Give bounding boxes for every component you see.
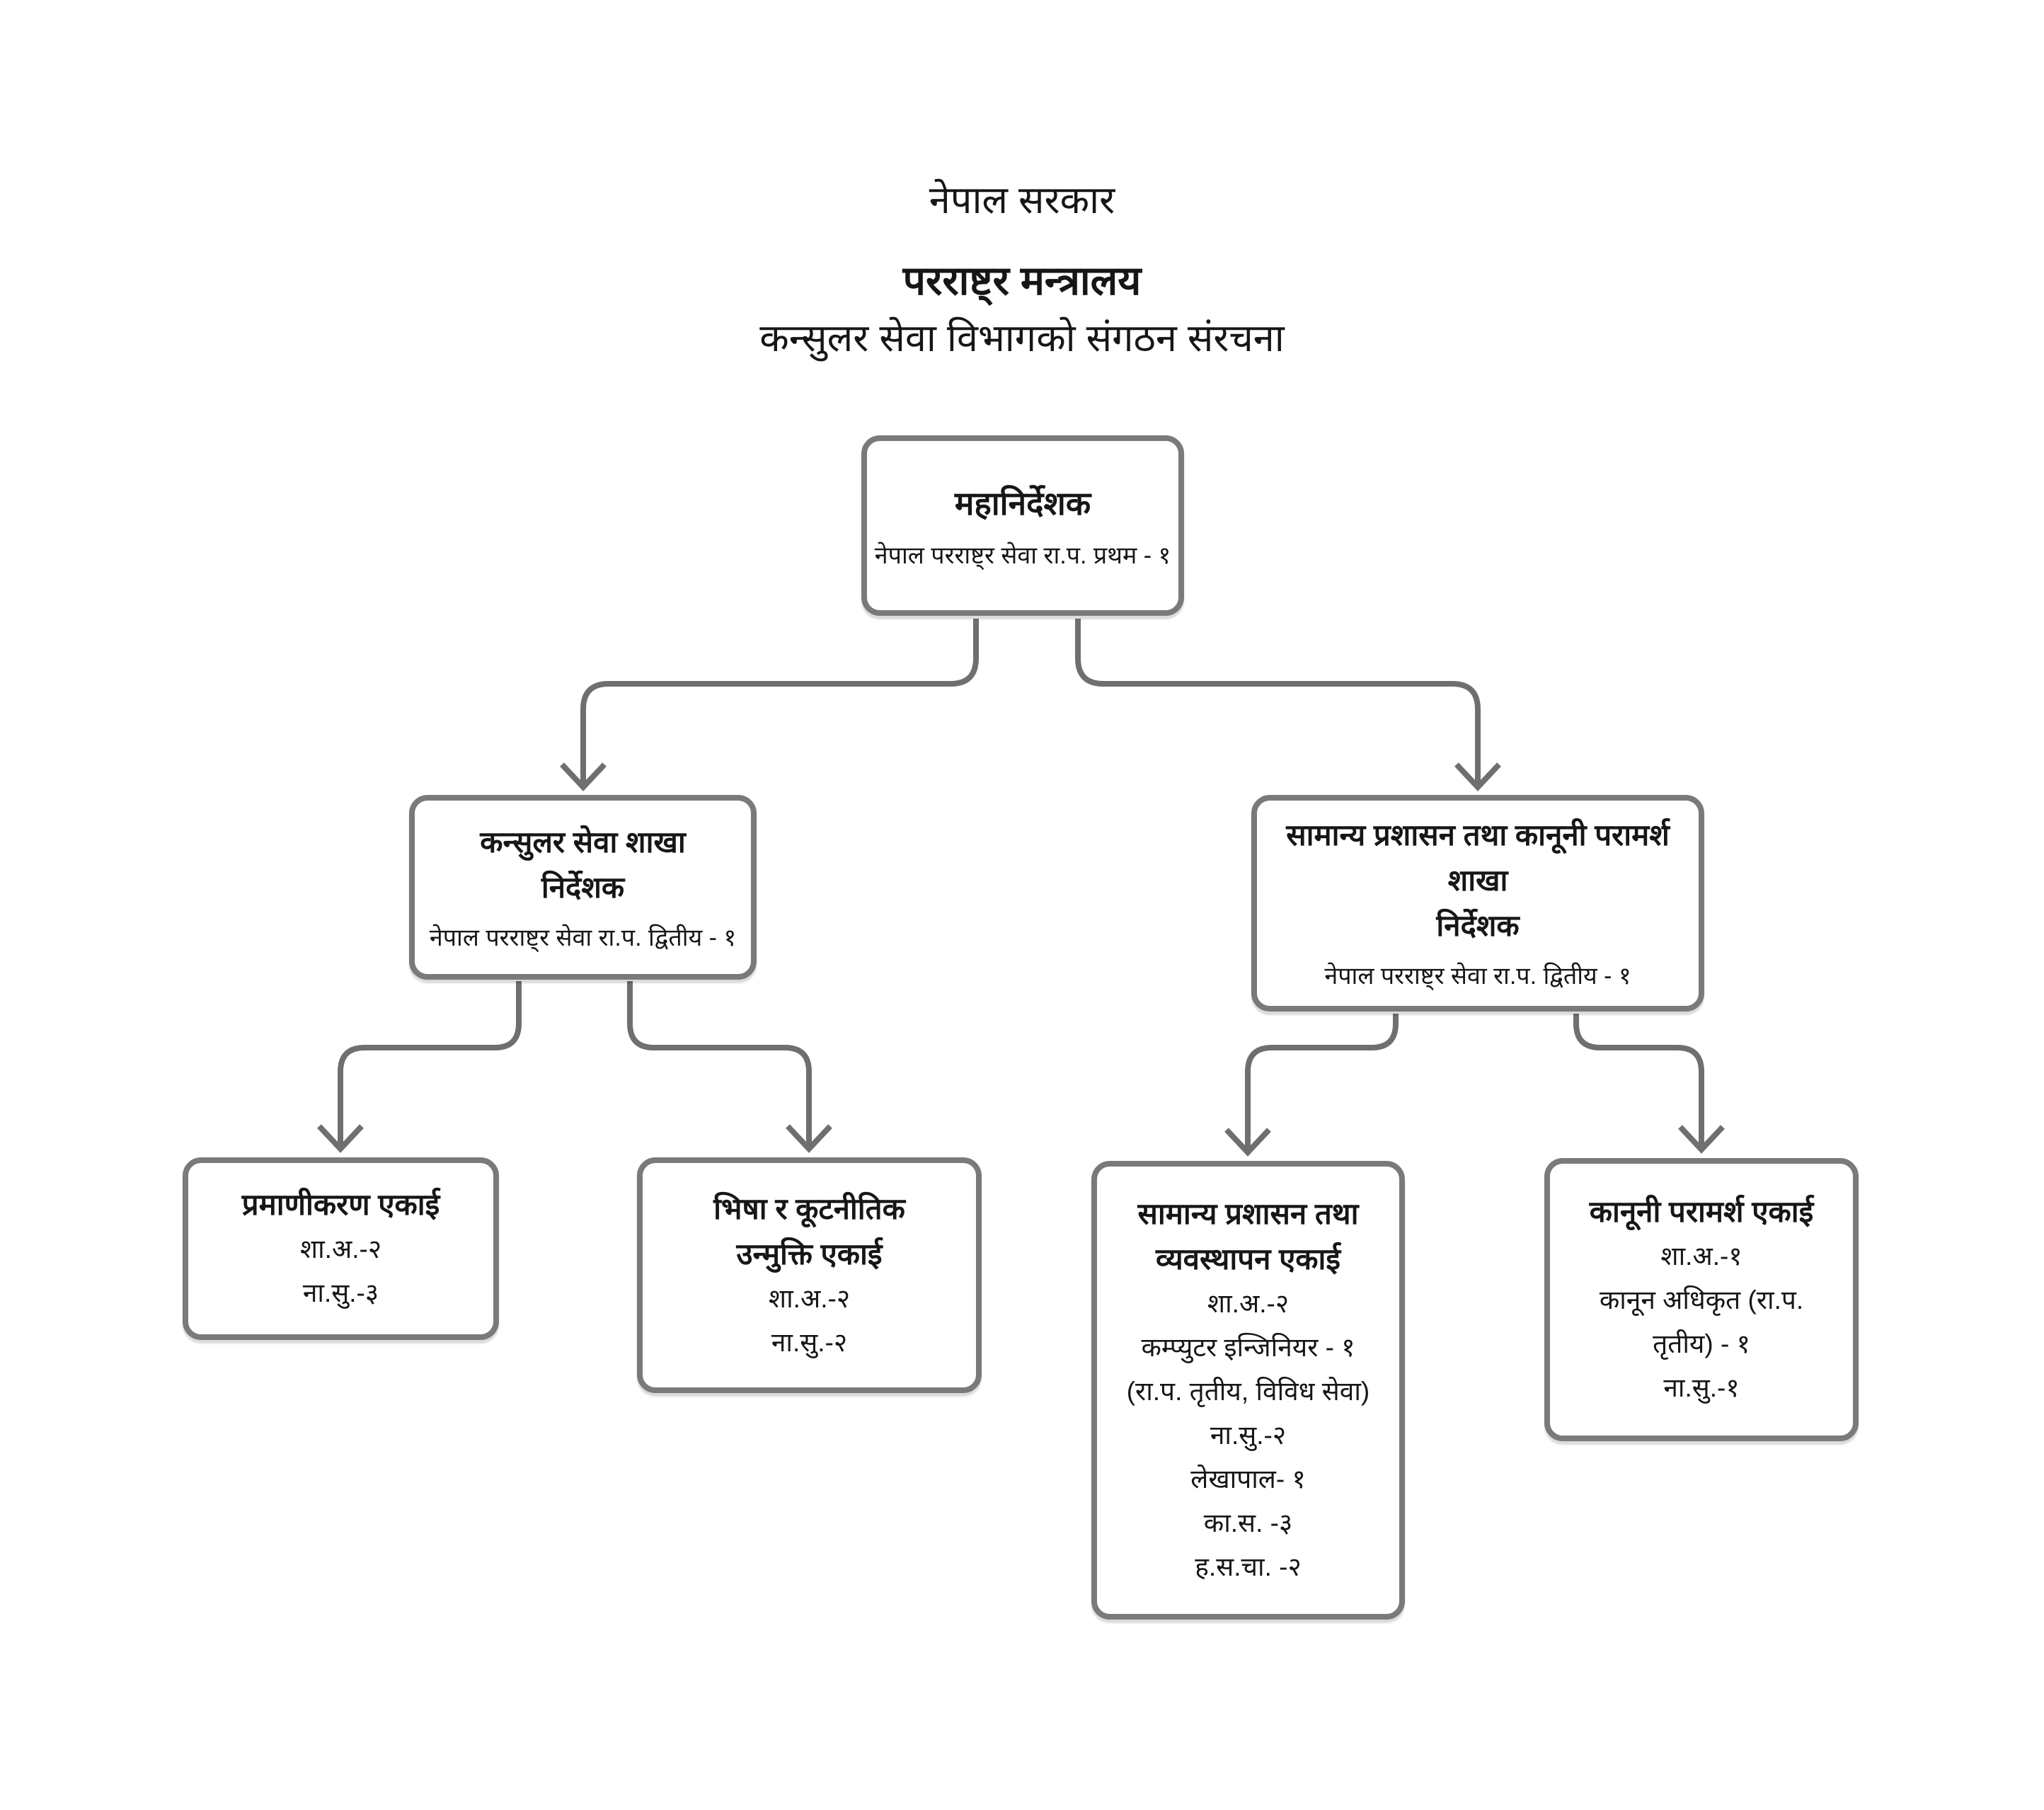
node-title: महानिर्देशक	[954, 484, 1091, 522]
node-visa-immunity-unit: भिषा र कूटनीतिक उन्मुक्ति एकाई शा.अ.-२ न…	[637, 1157, 982, 1393]
node-admin-legal-branch: सामान्य प्रशासन तथा कानूनी परामर्श शाखा …	[1251, 795, 1704, 1012]
staff-line: शा.अ.-२	[299, 1235, 382, 1264]
staff-line: तृतीय) - १	[1653, 1329, 1750, 1358]
staff-line: कम्प्युटर इन्जिनियर - १	[1141, 1333, 1355, 1362]
connector-consular-visa	[627, 981, 812, 1149]
connector-admin-genadmin	[1245, 1014, 1399, 1152]
node-title: शाखा	[1447, 864, 1508, 897]
node-subtitle: नेपाल परराष्ट्र सेवा रा.प. द्वितीय - १	[1324, 963, 1631, 990]
connector-dg-consular	[580, 619, 979, 787]
ministry-title: परराष्ट्र मन्त्रालय	[902, 258, 1142, 304]
connector-dg-admin	[1075, 619, 1481, 787]
node-title: निर्देशक	[541, 870, 625, 904]
staff-line: कानून अधिकृत (रा.प.	[1599, 1285, 1804, 1314]
arrow-down-icon	[1454, 762, 1501, 791]
node-title: सामान्य प्रशासन तथा	[1137, 1197, 1359, 1230]
arrow-down-icon	[1678, 1125, 1725, 1154]
connector-admin-legal	[1573, 1014, 1704, 1150]
staff-line: लेखापाल- १	[1190, 1465, 1306, 1494]
staff-line: शा.अ.-१	[1660, 1242, 1742, 1271]
node-director-general: महानिर्देशक नेपाल परराष्ट्र सेवा रा.प. प…	[861, 435, 1184, 616]
node-general-admin-unit: सामान्य प्रशासन तथा व्यवस्थापन एकाई शा.अ…	[1091, 1161, 1405, 1620]
staff-line: शा.अ.-२	[1207, 1289, 1290, 1318]
node-certification-unit: प्रमाणीकरण एकाई शा.अ.-२ ना.सु.-३	[183, 1157, 499, 1340]
staff-line: ना.सु.-३	[302, 1278, 379, 1307]
arrow-down-icon	[1224, 1128, 1271, 1157]
node-title: भिषा र कूटनीतिक	[713, 1191, 905, 1225]
arrow-down-icon	[560, 762, 607, 791]
node-subtitle: नेपाल परराष्ट्र सेवा रा.प. प्रथम - १	[874, 542, 1171, 569]
node-title: कन्सुलर सेवा शाखा	[480, 825, 686, 859]
staff-line: ना.सु.-२	[771, 1327, 848, 1357]
node-title: उन्मुक्ति एकाई	[736, 1237, 883, 1271]
node-title: व्यवस्थापन एकाई	[1155, 1242, 1341, 1276]
arrow-down-icon	[317, 1124, 364, 1153]
node-title: प्रमाणीकरण एकाई	[241, 1188, 440, 1221]
arrow-down-icon	[786, 1124, 832, 1153]
staff-line: ना.सु.-२	[1210, 1421, 1287, 1450]
government-title: नेपाल सरकार	[929, 179, 1115, 222]
node-title: सामान्य प्रशासन तथा कानूनी परामर्श	[1286, 818, 1670, 852]
staff-line: का.स. -३	[1203, 1508, 1293, 1537]
staff-line: ह.स.चा. -२	[1195, 1552, 1302, 1581]
connector-consular-cert	[338, 981, 522, 1149]
node-consular-branch: कन्सुलर सेवा शाखा निर्देशक नेपाल परराष्ट…	[409, 795, 757, 980]
chart-subtitle: कन्सुलर सेवा विभागको संगठन संरचना	[759, 317, 1285, 360]
node-legal-consultation-unit: कानूनी परामर्श एकाई शा.अ.-१ कानून अधिकृत…	[1544, 1158, 1859, 1441]
node-title: कानूनी परामर्श एकाई	[1589, 1195, 1814, 1228]
node-subtitle: नेपाल परराष्ट्र सेवा रा.प. द्वितीय - १	[429, 924, 737, 951]
staff-line: ना.सु.-१	[1663, 1373, 1740, 1402]
staff-line: (रा.प. तृतीय, विविध सेवा)	[1126, 1377, 1370, 1406]
node-title: निर्देशक	[1436, 909, 1520, 942]
staff-line: शा.अ.-२	[768, 1283, 851, 1313]
